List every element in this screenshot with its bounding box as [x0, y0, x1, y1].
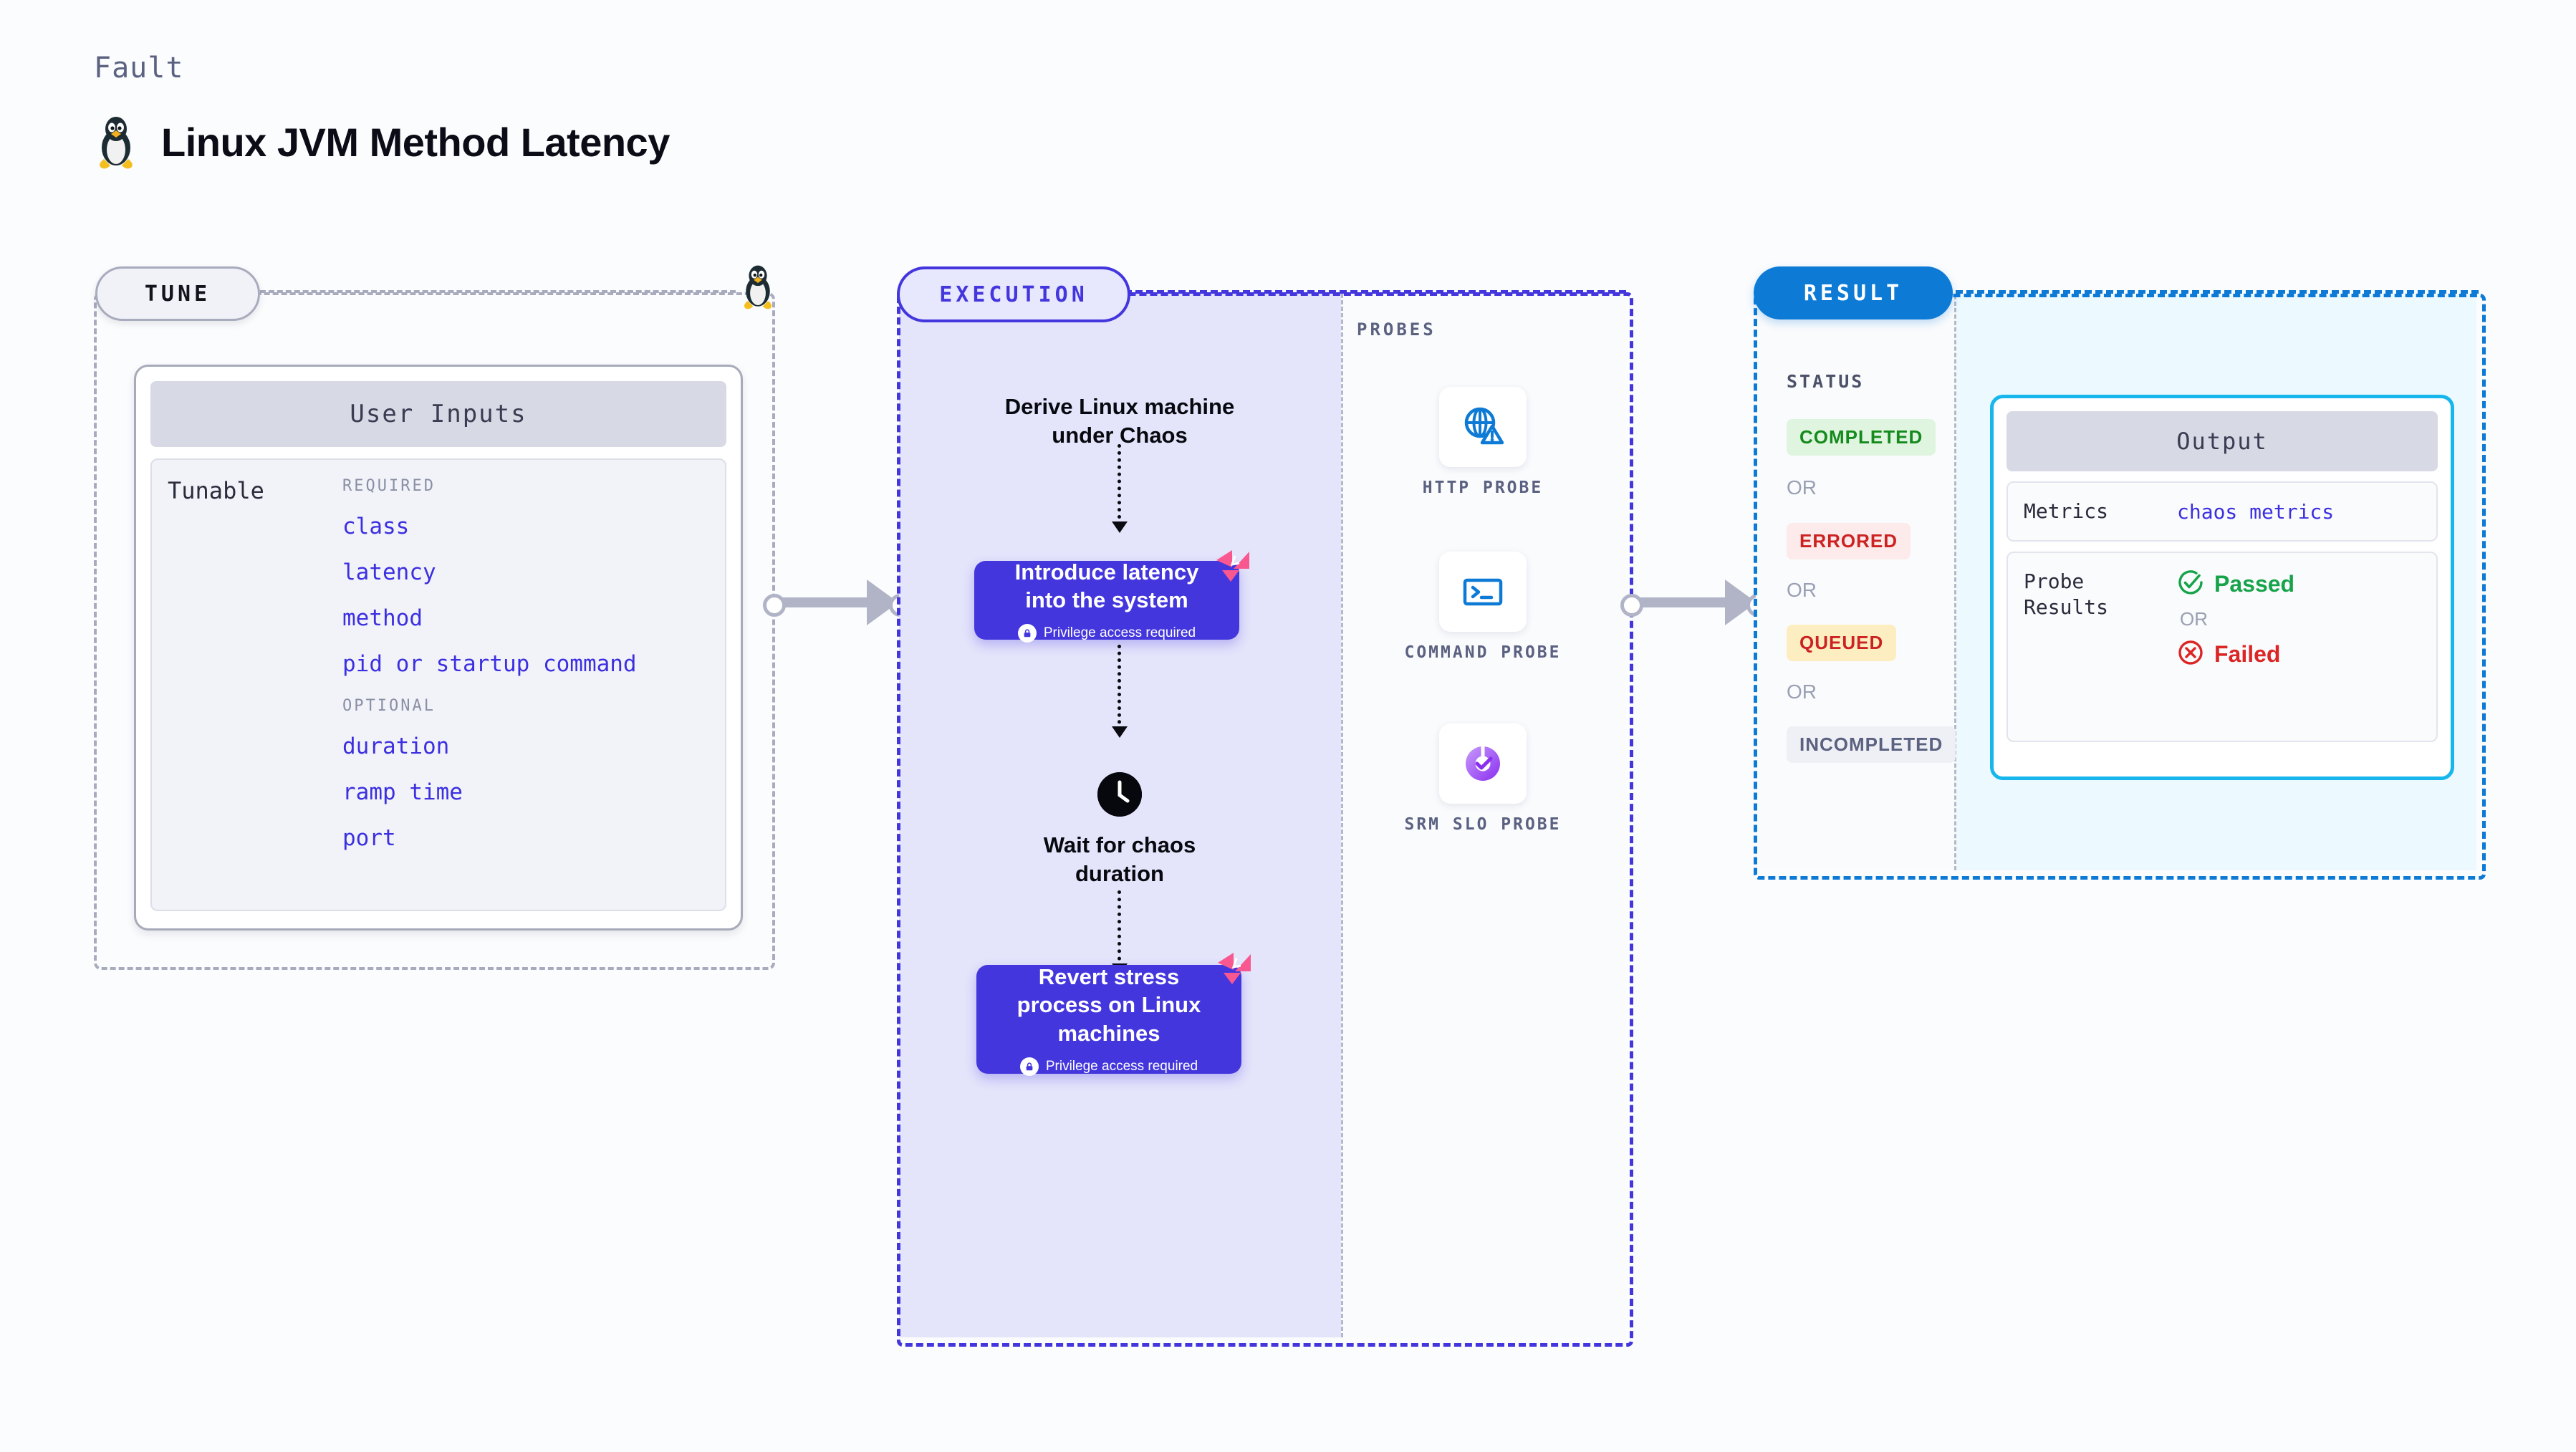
connector-dot-start [763, 594, 786, 617]
execution-step-wait-duration: Wait for chaos duration [1043, 832, 1196, 886]
fault-kicker-label: Fault [94, 52, 184, 85]
status-badge-completed: COMPLETED [1787, 419, 1936, 456]
probe-item-http[interactable]: HTTP PROBE [1390, 387, 1576, 499]
param-item-ramp-time[interactable]: ramp time [342, 779, 463, 805]
status-section-label: STATUS [1787, 371, 1865, 392]
result-header-dashed-line [1956, 290, 2479, 294]
probe-label-command: COMMAND PROBE [1404, 643, 1562, 662]
execution-action-introduce-latency[interactable]: Introduce latency into the system Privil… [974, 559, 1239, 643]
page-title-row: Linux JVM Method Latency [94, 115, 670, 169]
param-group-title-required: REQUIRED [342, 477, 436, 495]
privilege-note-1: Privilege access required [1017, 624, 1196, 643]
privilege-note-1-text: Privilege access required [1043, 625, 1196, 641]
slo-donut-check-icon [1439, 723, 1527, 804]
probe-result-passed: Passed [2177, 569, 2294, 600]
probe-result-failed-label: Failed [2214, 641, 2281, 667]
lock-icon [1017, 624, 1037, 643]
param-item-latency[interactable]: latency [342, 559, 436, 585]
output-metrics-key: Metrics [2024, 499, 2109, 523]
linux-penguin-marker-icon [739, 264, 777, 313]
tunable-params-column: REQUIRED class latency method pid or sta… [342, 477, 725, 910]
param-item-method[interactable]: method [342, 605, 423, 631]
output-metrics-value[interactable]: chaos metrics [2177, 499, 2335, 524]
probes-region [1341, 294, 1626, 1337]
status-badge-queued: QUEUED [1787, 625, 1897, 661]
status-badge-errored: ERRORED [1787, 523, 1911, 559]
probe-result-or: OR [2180, 608, 2208, 630]
x-circle-icon [2177, 639, 2204, 670]
tunable-row-label: Tunable [168, 477, 264, 504]
param-item-port[interactable]: port [342, 825, 396, 851]
probe-item-command[interactable]: COMMAND PROBE [1390, 552, 1576, 664]
tune-header-dashed-line [260, 290, 736, 293]
tune-region [94, 292, 775, 970]
litmus-logo-icon-2 [1212, 946, 1256, 994]
probe-result-passed-label: Passed [2214, 571, 2295, 597]
exec-arrow-head-2 [1112, 726, 1128, 738]
page-title: Linux JVM Method Latency [161, 119, 670, 165]
output-probe-key: Probe Results [2024, 569, 2109, 620]
user-inputs-card: User Inputs Tunable REQUIRED class laten… [134, 365, 743, 931]
status-or-1: OR [1787, 476, 1817, 499]
tunable-body: Tunable REQUIRED class latency method pi… [150, 458, 726, 911]
output-card: Output Metrics chaos metrics Probe Resul… [1990, 395, 2454, 780]
stage-pill-tune[interactable]: TUNE [95, 266, 260, 321]
privilege-note-2: Privilege access required [1019, 1057, 1198, 1076]
connector-dot-start [1620, 594, 1643, 617]
terminal-icon [1439, 552, 1527, 632]
status-or-3: OR [1787, 681, 1817, 703]
result-region [1754, 294, 2486, 880]
probe-label-srm-slo: SRM SLO PROBE [1404, 815, 1562, 834]
param-item-class[interactable]: class [342, 514, 410, 539]
execution-step-derive-machine: Derive Linux machine under Chaos [1004, 394, 1235, 448]
status-badge-incompleted: INCOMPLETED [1787, 726, 1956, 763]
clock-icon [1097, 772, 1142, 817]
litmus-logo-icon-1 [1211, 543, 1255, 591]
output-probe-values: Passed OR Failed [2177, 569, 2294, 725]
execution-action-1-title: Introduce latency into the system [1014, 559, 1199, 612]
exec-arrow-2 [1118, 645, 1121, 731]
execution-header-dashed-line [1125, 290, 1626, 294]
probes-section-label: PROBES [1357, 319, 1436, 340]
probe-item-srm-slo[interactable]: SRM SLO PROBE [1390, 723, 1576, 836]
stage-pill-result[interactable]: RESULT [1754, 266, 1953, 319]
param-item-pid-or-startup-command[interactable]: pid or startup command [342, 651, 637, 677]
status-or-2: OR [1787, 579, 1817, 601]
linux-penguin-icon [94, 115, 138, 169]
execution-action-2-title: Revert stress process on Linux machines [1017, 964, 1201, 1046]
param-item-duration[interactable]: duration [342, 734, 450, 759]
stage-pill-execution[interactable]: EXECUTION [897, 266, 1130, 322]
param-group-title-optional: OPTIONAL [342, 697, 436, 715]
exec-arrow-head-1 [1112, 521, 1128, 533]
lock-icon [1019, 1057, 1039, 1076]
globe-warning-icon [1439, 387, 1527, 467]
privilege-note-2-text: Privilege access required [1045, 1058, 1198, 1074]
probe-label-http: HTTP PROBE [1422, 479, 1544, 497]
exec-arrow-3 [1118, 890, 1121, 968]
result-status-column [1756, 295, 1956, 870]
exec-arrow-1 [1118, 444, 1121, 526]
output-row-probe-results: Probe Results Passed OR [2007, 552, 2438, 742]
execution-region [897, 292, 1633, 1347]
probe-result-failed: Failed [2177, 639, 2294, 670]
output-card-header: Output [2007, 411, 2438, 471]
check-circle-icon [2177, 569, 2204, 600]
execution-action-revert-stress[interactable]: Revert stress process on Linux machines … [976, 964, 1241, 1076]
user-inputs-header: User Inputs [150, 381, 726, 447]
output-row-metrics: Metrics chaos metrics [2007, 481, 2438, 542]
